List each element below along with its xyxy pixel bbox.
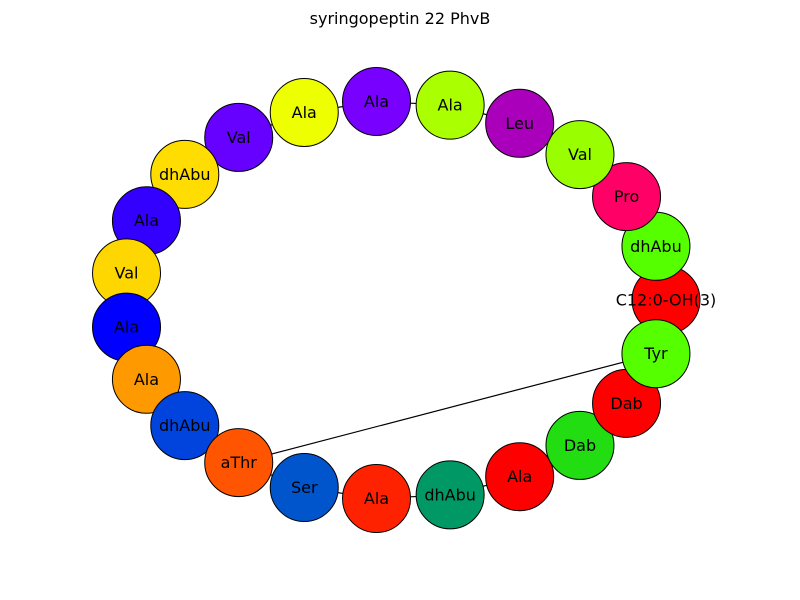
residue-node: Val — [92, 238, 162, 308]
residue-label: dhAbu — [159, 165, 211, 184]
nodes-layer: C12:0-OH(3)dhAbuProValLeuAlaAlaAlaValdhA… — [92, 66, 717, 534]
residue-circle — [150, 391, 220, 461]
residue-circle — [111, 344, 181, 414]
residue-label: dhAbu — [159, 416, 211, 435]
residue-node: Ala — [111, 186, 181, 256]
residue-node: Pro — [592, 162, 662, 232]
residue-label: Ala — [292, 103, 317, 122]
residue-node: dhAbu — [415, 460, 485, 530]
residue-circle — [204, 102, 274, 172]
residue-circle — [269, 453, 339, 523]
residue-node: Val — [204, 102, 274, 172]
residue-circle — [485, 442, 555, 512]
residue-node: aThr — [204, 428, 274, 498]
residue-node: dhAbu — [150, 391, 220, 461]
residue-label: dhAbu — [630, 237, 682, 256]
residue-node: C12:0-OH(3) — [616, 265, 717, 335]
residue-label: Dab — [610, 394, 642, 413]
residue-node: Dab — [545, 410, 615, 480]
residue-label: C12:0-OH(3) — [616, 291, 717, 310]
residue-circle — [545, 410, 615, 480]
residue-label: Ala — [438, 96, 463, 115]
residue-node: Ala — [342, 66, 412, 136]
residue-circle — [621, 319, 691, 389]
residue-label: Ala — [134, 370, 159, 389]
residue-node: Ala — [415, 70, 485, 140]
residue-label: Leu — [505, 114, 534, 133]
residue-node: Tyr — [621, 319, 691, 389]
residue-label: Ala — [114, 318, 139, 337]
residue-circle — [545, 120, 615, 190]
edge-15-22 — [238, 353, 657, 464]
residue-label: Ala — [364, 489, 389, 508]
residue-label: Val — [227, 128, 251, 147]
residue-circle — [415, 70, 485, 140]
residue-label: Ala — [134, 211, 159, 230]
residue-label: Pro — [614, 187, 639, 206]
residue-label: Ser — [291, 478, 318, 497]
residue-node: Ala — [111, 344, 181, 414]
residue-label: Dab — [564, 436, 596, 455]
residue-label: Val — [115, 263, 139, 282]
residue-label: Ala — [507, 467, 532, 486]
residue-circle — [342, 464, 412, 534]
residue-label: Ala — [364, 92, 389, 111]
residue-node: dhAbu — [621, 211, 691, 281]
residue-label: Tyr — [643, 344, 668, 363]
residue-node: Val — [545, 120, 615, 190]
residue-circle — [415, 460, 485, 530]
residue-label: aThr — [221, 453, 258, 472]
residue-node: Ser — [269, 453, 339, 523]
residue-label: dhAbu — [424, 485, 476, 504]
residue-circle — [342, 66, 412, 136]
residue-circle — [592, 162, 662, 232]
residue-circle — [485, 88, 555, 158]
residue-node: Ala — [485, 442, 555, 512]
residue-node: dhAbu — [150, 139, 220, 209]
residue-label: Val — [568, 145, 592, 164]
residue-node: Ala — [269, 77, 339, 147]
residue-node: Leu — [485, 88, 555, 158]
diagram-title: syringopeptin 22 PhvB — [309, 9, 491, 28]
residue-node: Ala — [342, 464, 412, 534]
residue-circle — [150, 139, 220, 209]
residue-circle — [269, 77, 339, 147]
residue-circle — [204, 428, 274, 498]
residue-node: Ala — [92, 292, 162, 362]
